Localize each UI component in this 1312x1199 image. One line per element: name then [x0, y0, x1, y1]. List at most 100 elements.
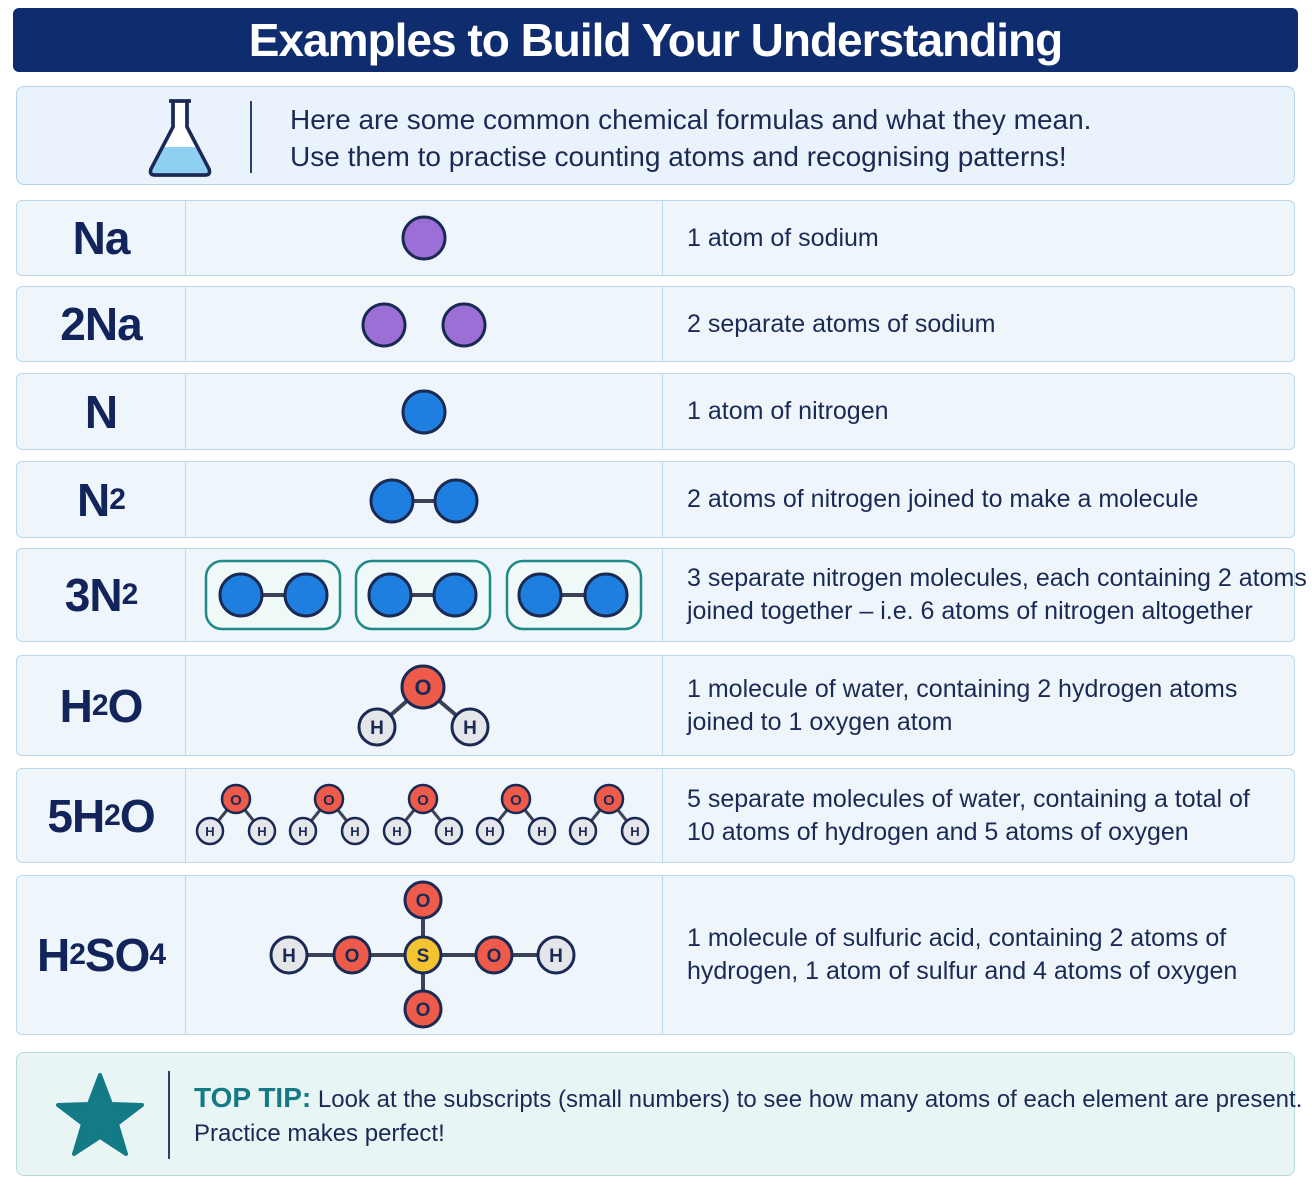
- nitrogen-atom: [367, 572, 413, 618]
- formula-label: Na: [17, 201, 186, 275]
- nitrogen-atom: [517, 572, 563, 618]
- hydrogen-atom: [536, 935, 576, 975]
- oxygen-atom: [220, 783, 252, 815]
- hydrogen-label: H: [578, 824, 587, 839]
- oxygen-atom: [407, 783, 439, 815]
- formula-visual: O H H: [186, 656, 663, 755]
- oxygen-label: O: [323, 792, 335, 809]
- oxygen-atom: [403, 989, 443, 1029]
- sodium-atom: [361, 302, 407, 348]
- formula-row-2na: 2Na 2 separate atoms of sodium: [16, 286, 1295, 362]
- description-line-2: hydrogen, 1 atom of sulfur and 4 atoms o…: [687, 957, 1238, 985]
- oxygen-label: O: [416, 1000, 431, 1021]
- hydrogen-label: H: [485, 824, 494, 839]
- oxygen-label: O: [510, 792, 522, 809]
- oxygen-atom: [403, 880, 443, 920]
- description-line-1: 1 molecule of water, containing 2 hydrog…: [687, 674, 1238, 703]
- formula-visual: [186, 201, 663, 275]
- flask-icon: [148, 99, 212, 177]
- formula-text: Na: [72, 212, 131, 264]
- formula-text: H: [36, 929, 70, 981]
- tip-line-2: Practice makes perfect!: [194, 1120, 445, 1147]
- formula-row-n: N 1 atom of nitrogen: [16, 373, 1295, 450]
- hydrogen-label: H: [630, 824, 639, 839]
- hydrogen-atom: [434, 816, 464, 846]
- formula-description: 2 separate atoms of sodium: [687, 287, 1287, 361]
- hydrogen-atom: [620, 816, 650, 846]
- hydrogen-atom: [247, 816, 277, 846]
- oxygen-label: O: [345, 946, 360, 967]
- description-line-2: joined to 1 oxygen atom: [687, 707, 953, 736]
- nitrogen-molecule: [204, 559, 342, 631]
- hydrogen-label: H: [282, 946, 296, 967]
- formula-description: 1 molecule of sulfuric acid, containing …: [687, 876, 1287, 1034]
- sodium-atom: [401, 215, 447, 261]
- nitrogen-molecule: [505, 559, 643, 631]
- intro-line-1: Here are some common chemical formulas a…: [290, 104, 1092, 135]
- nitrogen-atom: [432, 572, 478, 618]
- oxygen-atom: [400, 664, 446, 710]
- description-line-1: 2 atoms of nitrogen joined to make a mol…: [687, 485, 1199, 513]
- formula-description: 1 atom of sodium: [687, 201, 1287, 275]
- formula-text: N: [77, 473, 110, 526]
- oxygen-atom: [474, 935, 514, 975]
- formula-visual: H O S O H O O: [186, 876, 663, 1034]
- hydrogen-label: H: [370, 718, 384, 739]
- hydrogen-label: H: [444, 824, 453, 839]
- page-title: Examples to Build Your Understanding: [248, 14, 1063, 66]
- hydrogen-label: H: [257, 824, 266, 839]
- hydrogen-label: H: [392, 824, 401, 839]
- oxygen-atom: [332, 935, 372, 975]
- oxygen-label: O: [416, 891, 431, 912]
- top-tip-panel: TOP TIP: Look at the subscripts (small n…: [16, 1052, 1302, 1176]
- hydrogen-label: H: [298, 824, 307, 839]
- formula-text-tail: SO: [84, 929, 150, 981]
- hydrogen-atom: [288, 816, 318, 846]
- formula-text-tail: O: [107, 679, 144, 732]
- hydrogen-label: H: [549, 946, 563, 967]
- tip-text: TOP TIP: Look at the subscripts (small n…: [194, 1081, 1302, 1151]
- formula-description: 2 atoms of nitrogen joined to make a mol…: [687, 462, 1287, 537]
- intro-panel: Here are some common chemical formulas a…: [16, 86, 1295, 185]
- description-line-1: 1 molecule of sulfuric acid, containing …: [687, 924, 1227, 952]
- oxygen-label: O: [603, 792, 615, 809]
- hydrogen-label: H: [463, 718, 477, 739]
- star-icon: [56, 1073, 144, 1156]
- nitrogen-atom: [433, 478, 479, 524]
- formula-visual: [186, 549, 663, 641]
- formula-text: H: [59, 679, 93, 732]
- formula-description: 5 separate molecules of water, containin…: [687, 769, 1287, 862]
- formula-visual: [186, 462, 663, 537]
- description-line-1: 5 separate molecules of water, containin…: [687, 784, 1250, 813]
- sulfur-atom: [403, 935, 443, 975]
- formula-description: 1 molecule of water, containing 2 hydrog…: [687, 656, 1287, 755]
- oxygen-label: O: [487, 946, 502, 967]
- title-banner: Examples to Build Your Understanding: [13, 8, 1298, 72]
- hydrogen-label: H: [537, 824, 546, 839]
- formula-text: 3N: [64, 569, 123, 621]
- hydrogen-atom: [450, 707, 490, 747]
- description-line-1: 2 separate atoms of sodium: [687, 309, 996, 338]
- hydrogen-atom: [269, 935, 309, 975]
- tip-line-1: Look at the subscripts (small numbers) t…: [311, 1086, 1303, 1113]
- hydrogen-label: H: [205, 824, 214, 839]
- oxygen-label: O: [230, 792, 242, 809]
- formula-text: 2Na: [60, 298, 142, 350]
- formula-description: 1 atom of nitrogen: [687, 374, 1287, 449]
- formula-label: 2Na: [17, 287, 186, 361]
- hydrogen-atom: [527, 816, 557, 846]
- formula-visual: [186, 287, 663, 361]
